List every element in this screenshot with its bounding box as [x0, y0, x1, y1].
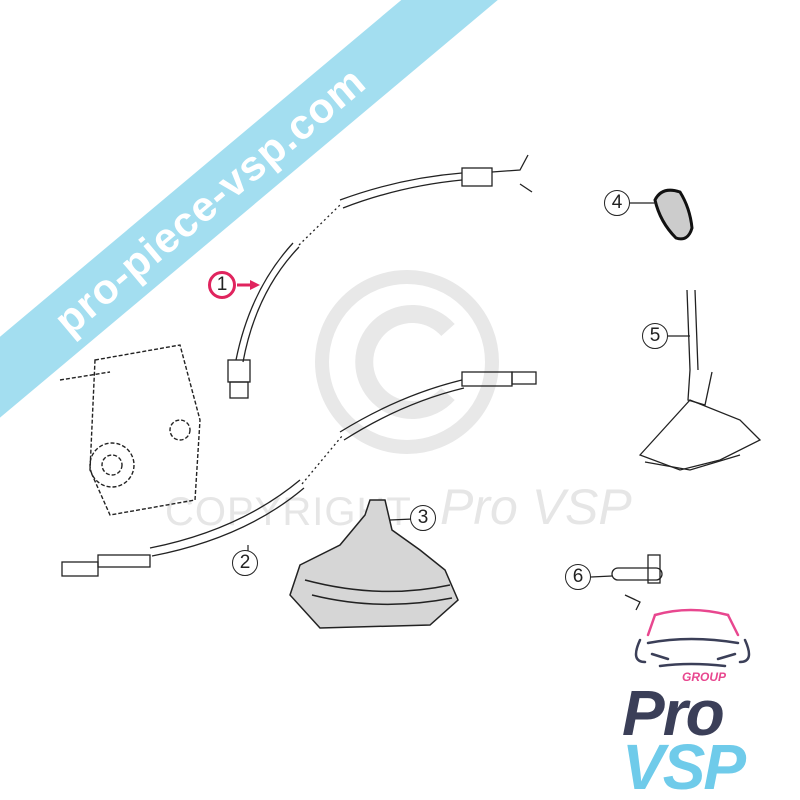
brand-watermark-text: Pro VSP — [440, 479, 632, 535]
leader-6 — [590, 575, 613, 578]
car-logo-icon — [634, 608, 751, 668]
arrow-icon — [250, 280, 260, 290]
pin-part-6 — [611, 554, 663, 611]
callout-3: 3 — [410, 505, 436, 531]
gear-knob-part-4 — [653, 188, 694, 241]
logo-group-text: GROUP — [682, 670, 727, 684]
copyright-watermark-icon — [315, 270, 499, 454]
gear-cable-part-1 — [227, 154, 533, 399]
callout-1: 1 — [208, 271, 236, 299]
gear-lever-part-5 — [638, 289, 762, 471]
callout-5: 5 — [642, 323, 668, 349]
logo-vsp-text: VSP — [622, 731, 746, 800]
gear-cable-part-2 — [61, 371, 537, 577]
callout-4: 4 — [604, 190, 630, 216]
callout-2: 2 — [232, 550, 258, 576]
logo-pro-text: Pro — [622, 677, 725, 749]
gear-boot-part-3 — [289, 499, 459, 629]
callout-6: 6 — [565, 564, 591, 590]
gearbox-part — [59, 344, 201, 516]
